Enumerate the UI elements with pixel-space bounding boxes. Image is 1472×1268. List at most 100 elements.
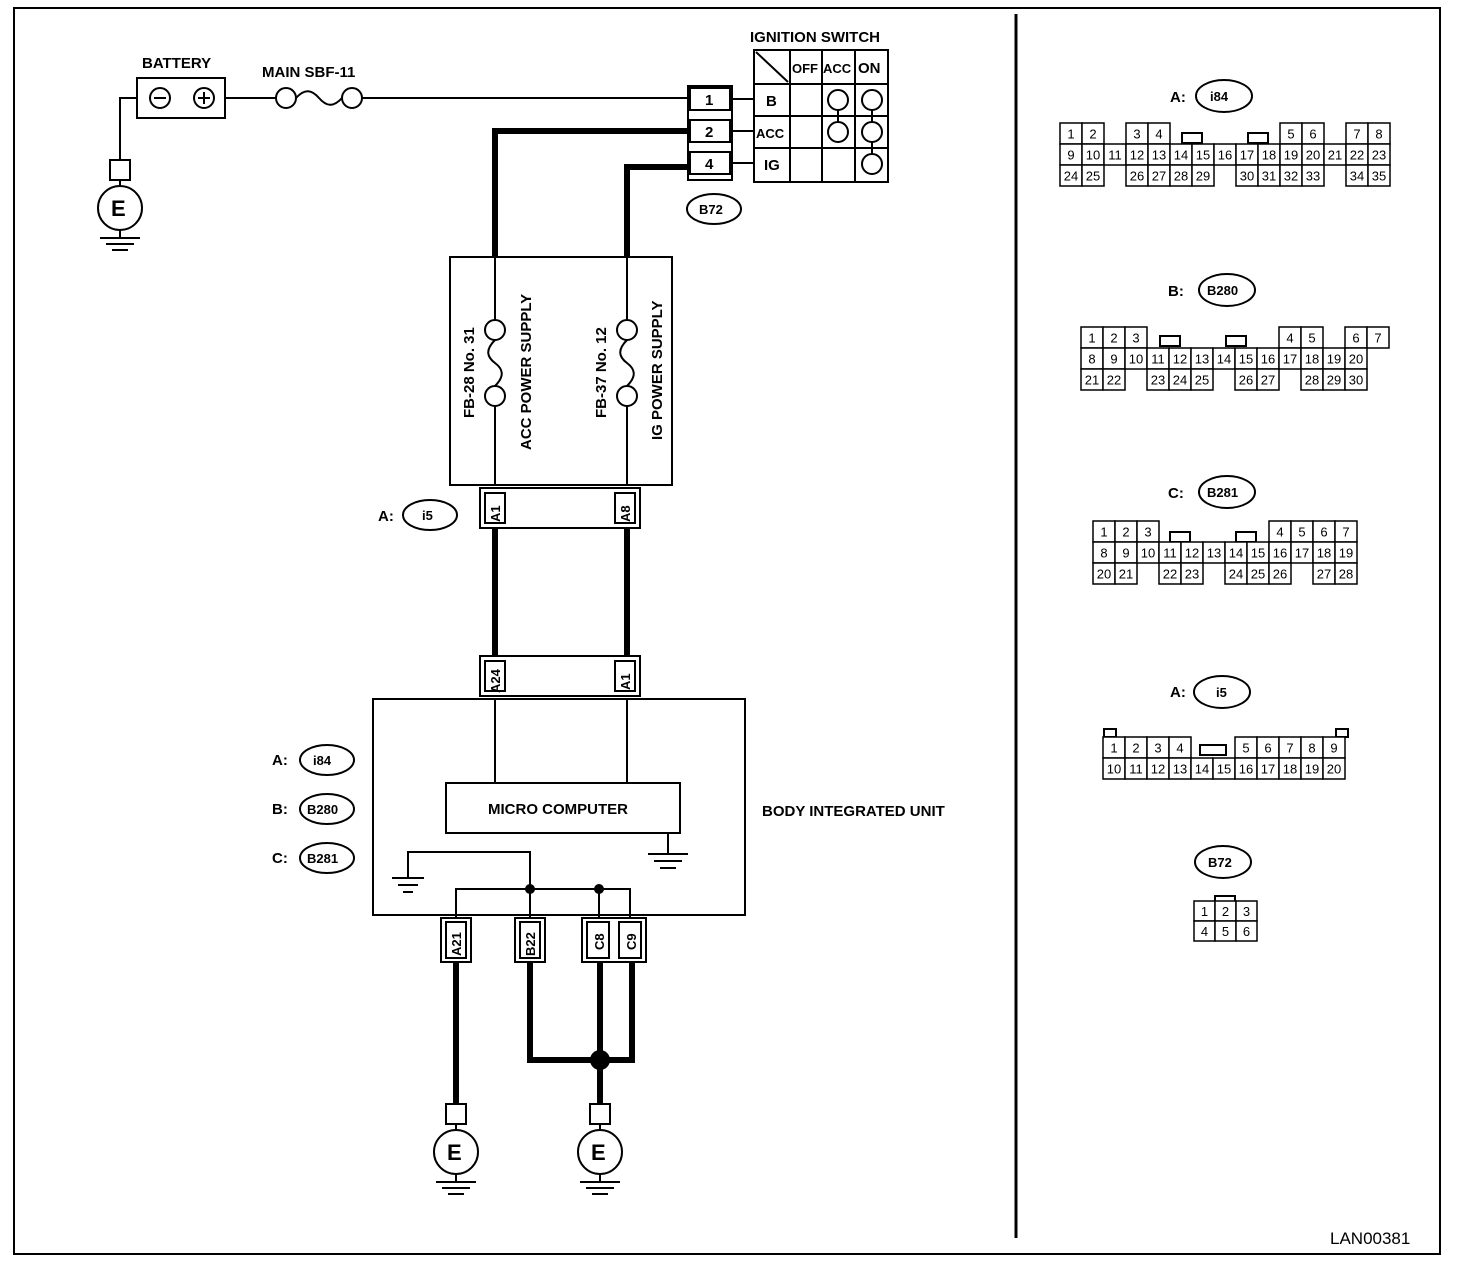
battery-label: BATTERY [142,55,211,72]
pin-number: 2 [1122,525,1129,540]
fb37-desc: IG POWER SUPPLY [649,301,666,440]
pin-number: 12 [1173,352,1187,367]
pin-number: 8 [1375,127,1382,142]
main-fuse: MAIN SBF-11 [262,64,363,109]
pin-b22: B22 [523,932,538,956]
pin-number: 28 [1305,373,1319,388]
pin-cell [1322,757,1346,780]
pin-number: 24 [1229,567,1243,582]
pin-number: 23 [1185,567,1199,582]
pin-number: 8 [1308,741,1315,756]
pin-number: 1 [1110,741,1117,756]
pin-number: 18 [1317,546,1331,561]
pin-number: 18 [1305,352,1319,367]
document-code: LAN00381 [1330,1229,1410,1248]
pin-number: 29 [1196,169,1210,184]
pin-number: 27 [1152,169,1166,184]
pin-number: 11 [1108,148,1122,163]
pin-number: 4 [1176,741,1183,756]
pin-number: 16 [1273,546,1287,561]
pin-number: 20 [1327,762,1341,777]
face-i5-id: i5 [1216,685,1227,700]
pin-number: 17 [1261,762,1275,777]
pin-number: 11 [1163,546,1177,561]
pin-cell [1367,164,1391,187]
unit-conn-c-id: B281 [307,851,338,866]
pin-number: 17 [1295,546,1309,561]
pin-number: 27 [1261,373,1275,388]
i5-pin-a1: A1 [488,505,503,522]
pin-number: 5 [1298,525,1305,540]
main-fuse-label: MAIN SBF-11 [262,64,355,81]
pin-number: 23 [1372,148,1386,163]
ground-pin-connectors: A21 B22 C8 C9 [440,917,647,963]
pin-number: 3 [1144,525,1151,540]
pin-number: 12 [1130,148,1144,163]
pin-number: 33 [1306,169,1320,184]
bcm-pin-a24: A24 [488,668,503,693]
ground-shared-label: E [591,1140,606,1165]
pin-number: 16 [1218,148,1232,163]
unit-conn-b-prefix: B: [272,801,288,818]
pin-number: 30 [1349,373,1363,388]
pin-cell [1366,326,1390,349]
pin-number: 5 [1242,741,1249,756]
pin-number: 24 [1173,373,1187,388]
pin-number: 1 [1088,331,1095,346]
pin-number: 9 [1067,148,1074,163]
pin-number: 32 [1284,169,1298,184]
pin-number: 21 [1085,373,1099,388]
face-i84-prefix: A: [1170,89,1186,106]
battery-plus-icon [193,87,215,109]
i5-pin-a8: A8 [618,505,633,522]
pin-number: 26 [1239,373,1253,388]
pin-number: 9 [1122,546,1129,561]
fb28-label: FB-28 No. 31 [461,327,478,418]
pin-number: 17 [1240,148,1254,163]
pin-cell [1334,562,1358,585]
pin-number: 14 [1195,762,1209,777]
pin-number: 35 [1372,169,1386,184]
micro-computer-label: MICRO COMPUTER [488,801,628,818]
pin-number: 9 [1110,352,1117,367]
pin-cell [1102,368,1126,391]
pin-cell [1268,562,1292,585]
face-b72-id: B72 [1208,855,1232,870]
pin-number: 10 [1141,546,1155,561]
pin-number: 19 [1305,762,1319,777]
pin-cell [1180,562,1204,585]
pin-number: 4 [1276,525,1283,540]
pin-number: 18 [1283,762,1297,777]
unit-connector-tags: A: i84 B: B280 C: B281 [272,744,355,874]
pin-number: 3 [1133,127,1140,142]
pin-number: 13 [1173,762,1187,777]
ignition-col-off: OFF [792,61,818,76]
pin-number: 13 [1195,352,1209,367]
pin-number: 3 [1243,904,1250,919]
i5-connector-prefix: A: [378,508,394,525]
pin-number: 27 [1317,567,1331,582]
face-b281-id: B281 [1207,485,1238,500]
ignition-title: IGNITION SWITCH [750,29,880,46]
body-integrated-unit: MICRO COMPUTER BODY INTEGRATED UNIT [372,698,945,920]
pin-number: 11 [1151,352,1165,367]
ignition-pin-4: 4 [705,156,714,173]
face-b280-prefix: B: [1168,283,1184,300]
pin-number: 12 [1185,546,1199,561]
pin-number: 7 [1353,127,1360,142]
pin-c8: C8 [592,933,607,950]
bcm-power-connector: A24 A1 [479,655,641,697]
pin-number: 10 [1129,352,1143,367]
pin-number: 5 [1287,127,1294,142]
pin-number: 22 [1350,148,1364,163]
pin-number: 8 [1088,352,1095,367]
ignition-row-ig: IG [764,157,780,174]
ignition-pin-2: 2 [705,124,713,141]
